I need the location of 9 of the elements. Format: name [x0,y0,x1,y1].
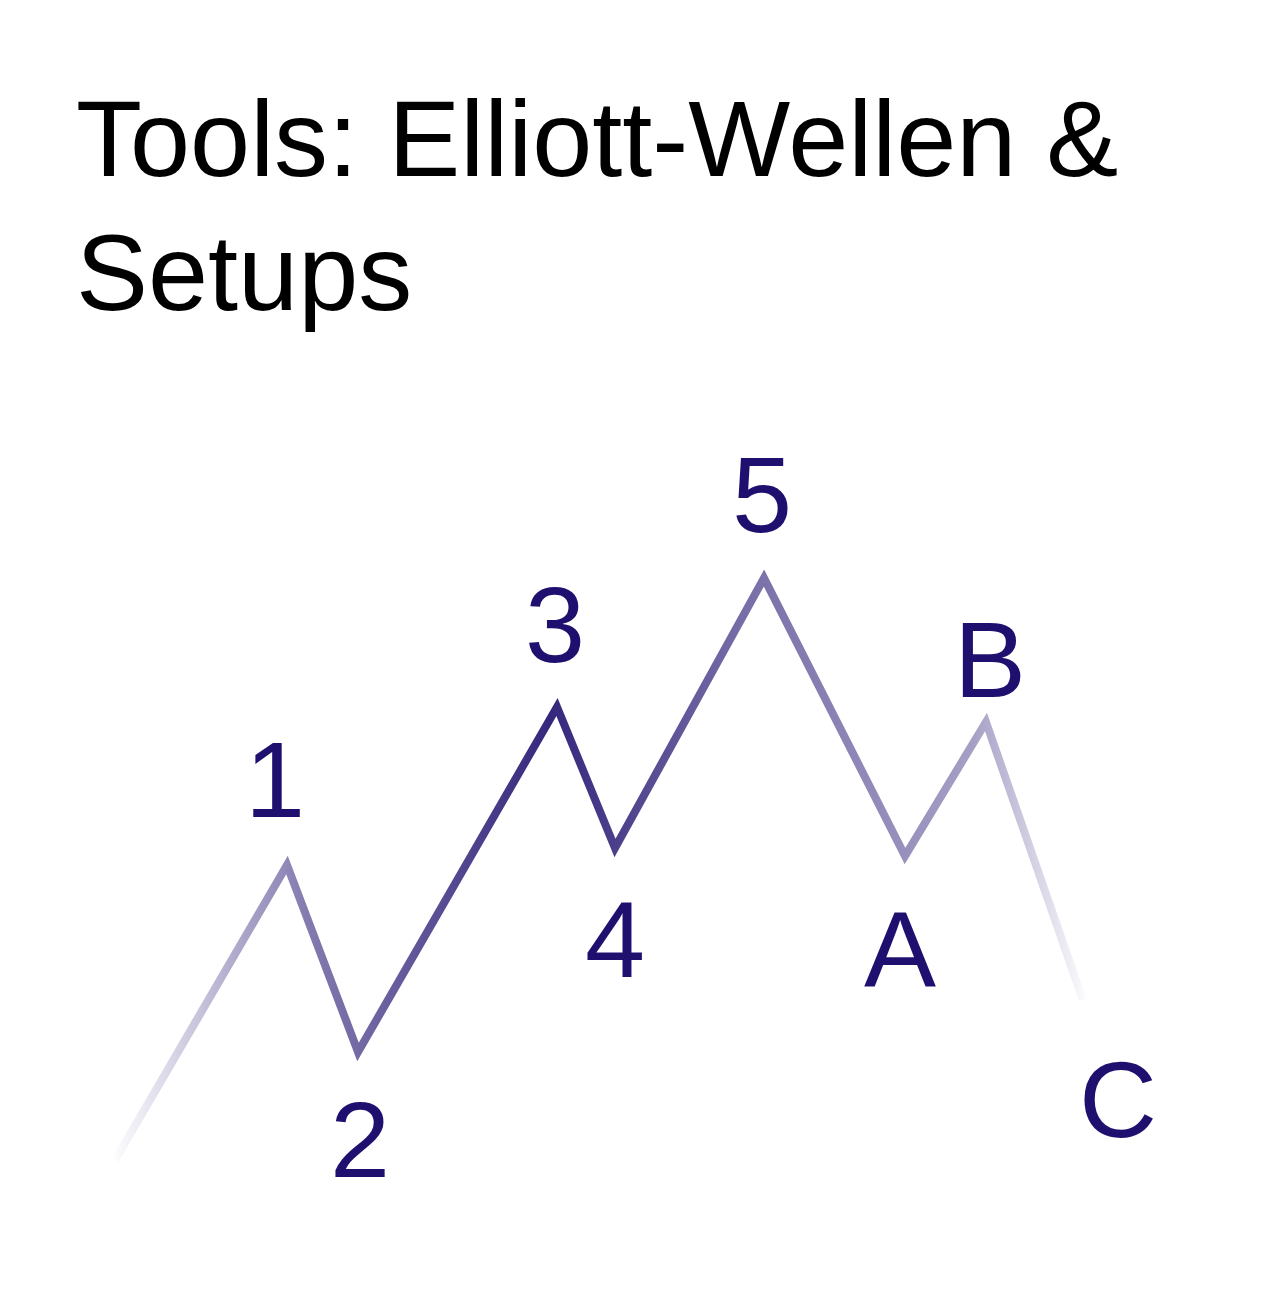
title: Tools: Elliott-Wellen & Setups [76,77,1120,335]
wave-label: 4 [584,886,646,994]
wave-label: B [954,606,1026,714]
wave-label: 5 [731,441,793,549]
wave-label: 3 [524,571,586,679]
wave-label: C [1079,1046,1157,1154]
wave-label: 1 [244,726,306,834]
wave-label: A [864,896,936,1004]
wave-label: 2 [329,1086,391,1194]
